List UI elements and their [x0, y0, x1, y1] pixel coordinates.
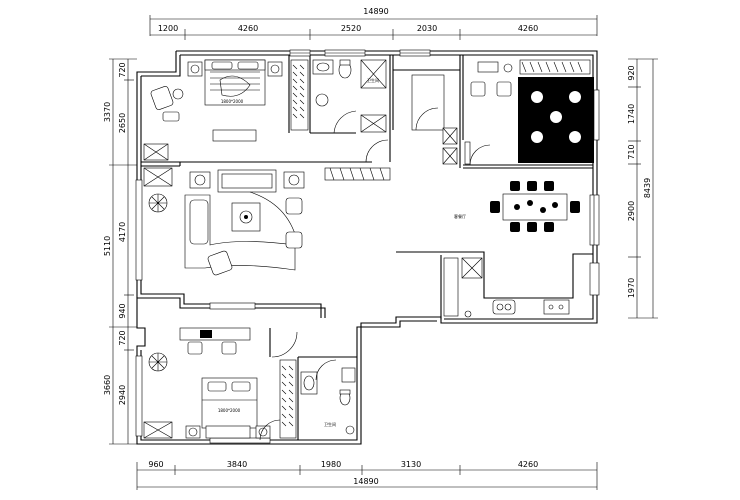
- living-dining-label: 客餐厅: [454, 213, 466, 219]
- top-total-dimension: 14890: [363, 7, 388, 16]
- right-dim-inner-5: 1970: [627, 278, 636, 298]
- bed-top-label: 1800*2000: [221, 99, 244, 104]
- cabinet: [324, 167, 391, 181]
- bottom-dim-4: 3130: [401, 460, 421, 469]
- bottom-total-dimension: 14890: [353, 477, 378, 486]
- right-dim-outer: 8439: [643, 178, 652, 198]
- bottom-dim-1: 960: [148, 460, 163, 469]
- windows: [135, 49, 600, 444]
- bottom-bedroom: 1800*2000: [143, 302, 298, 441]
- kitchen: [443, 257, 570, 318]
- plant-icon: [148, 193, 168, 213]
- top-dim-3: 2520: [341, 24, 361, 33]
- right-dim-inner-1: 920: [627, 65, 636, 80]
- right-dim-inner-2: 1740: [627, 104, 636, 124]
- living-area: [143, 167, 391, 276]
- bed-bottom-label: 1800*2000: [218, 408, 241, 413]
- bottom-dim-3: 1980: [321, 460, 341, 469]
- bottom-dim-5: 4260: [518, 460, 538, 469]
- left-dim-inner-2: 2650: [118, 113, 127, 133]
- top-dim-4: 2030: [417, 24, 437, 33]
- top-dimensions: 14890 1200 4260 2520 2030 4260: [149, 7, 598, 40]
- top-bathroom: 卫生间: [312, 59, 389, 163]
- dining-table: [502, 193, 568, 221]
- right-dim-inner-4: 2900: [627, 201, 636, 221]
- left-dim-inner-6: 2940: [118, 385, 127, 405]
- left-dim-inner-1: 720: [118, 62, 127, 77]
- left-dim-inner-5: 720: [118, 330, 127, 345]
- bottom-dim-2: 3840: [227, 460, 247, 469]
- dining-area: 客餐厅: [454, 181, 580, 232]
- top-dim-2: 4260: [238, 24, 258, 33]
- bottom-dimensions: 960 3840 1980 3130 4260 14890: [136, 460, 598, 490]
- top-dim-1: 1200: [158, 24, 178, 33]
- dining-chairs: [490, 181, 580, 232]
- left-dimensions: 3370 5110 3660 720 2650 4170 940 720 294…: [103, 58, 137, 445]
- master-bedroom: 1800*2000: [143, 59, 309, 161]
- left-dim-outer-2: 5110: [103, 236, 112, 256]
- table-ornament-icon: [239, 210, 253, 224]
- utility-room: [411, 74, 458, 165]
- left-dim-inner-3: 4170: [118, 222, 127, 242]
- bottom-bathroom: 卫生间: [300, 359, 356, 435]
- right-dimensions: 920 1740 710 2900 1970 8439: [627, 58, 658, 319]
- plant-icon-bottom: [148, 352, 168, 372]
- left-dim-outer-3: 3660: [103, 375, 112, 395]
- left-dim-outer-1: 3370: [103, 102, 112, 122]
- top-right-room: [464, 59, 594, 166]
- bath-top-label: 卫生间: [367, 77, 379, 83]
- right-dim-inner-3: 710: [627, 144, 636, 159]
- top-dim-5: 4260: [518, 24, 538, 33]
- interior-walls: [141, 55, 593, 440]
- bath-bottom-label: 卫生间: [324, 421, 336, 427]
- left-dim-inner-4: 940: [118, 303, 127, 318]
